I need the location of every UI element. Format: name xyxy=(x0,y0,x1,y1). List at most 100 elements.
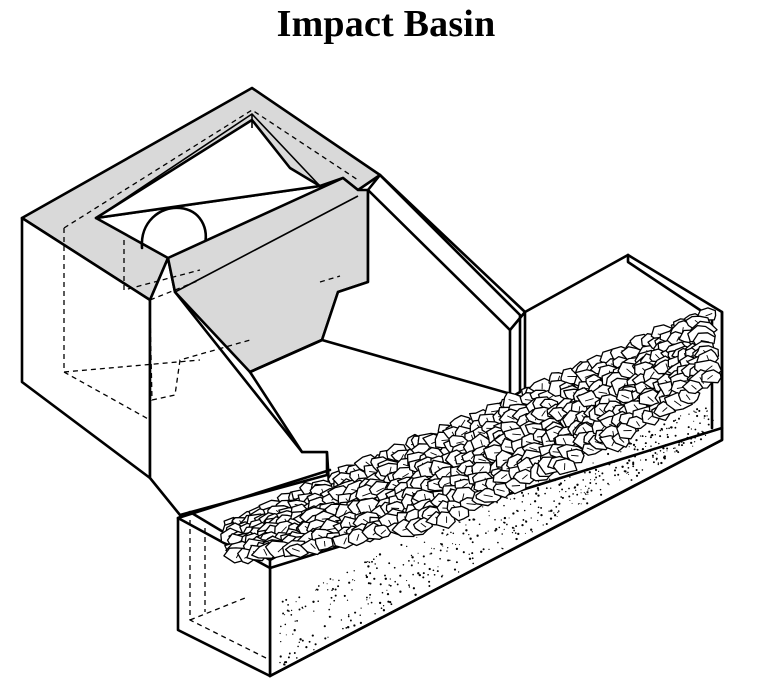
gravel-dot xyxy=(650,451,652,452)
gravel-dot xyxy=(511,531,514,534)
gravel-dot xyxy=(530,528,533,531)
gravel-dot xyxy=(458,521,460,523)
gravel-dot xyxy=(482,506,484,508)
riprap-stone-facet xyxy=(619,437,625,443)
gravel-dot xyxy=(521,501,524,503)
gravel-dot xyxy=(686,436,689,439)
gravel-dot xyxy=(641,435,644,438)
gravel-dot xyxy=(402,564,405,566)
gravel-dot xyxy=(365,575,369,579)
gravel-dot xyxy=(699,438,703,441)
gravel-dot xyxy=(376,567,378,570)
gravel-dot xyxy=(365,574,368,577)
inlet-opening xyxy=(94,118,322,220)
gravel-dot xyxy=(506,523,508,526)
gravel-dot xyxy=(503,516,507,520)
gravel-dot xyxy=(682,442,685,444)
gravel-dot xyxy=(422,555,425,558)
riprap-stone-facet xyxy=(356,534,360,541)
riprap-stone-facet xyxy=(508,399,518,403)
riprap-stone-facet xyxy=(456,441,464,444)
gravel-dot xyxy=(693,441,696,443)
gravel-dot xyxy=(340,619,343,621)
gravel-dot xyxy=(535,492,538,495)
riprap-stone-facet xyxy=(343,537,347,545)
gravel-dot xyxy=(433,573,436,576)
gravel-dot xyxy=(674,434,677,437)
gravel-dot xyxy=(364,561,366,564)
gravel-dot xyxy=(295,657,298,659)
gravel-dot xyxy=(568,495,571,498)
gravel-dot xyxy=(666,433,669,436)
gravel-dot xyxy=(644,442,647,445)
gravel-dot xyxy=(559,482,563,485)
gravel-dot xyxy=(694,437,696,439)
gravel-dot xyxy=(687,433,690,435)
gravel-dot xyxy=(711,407,714,410)
gravel-dot xyxy=(537,488,540,491)
gravel-dot xyxy=(457,571,460,573)
gravel-dot xyxy=(428,567,431,571)
gravel-dot xyxy=(422,572,425,575)
page-title: Impact Basin xyxy=(276,3,496,45)
gravel-dot xyxy=(367,560,369,563)
gravel-dot xyxy=(373,577,376,580)
gravel-dot xyxy=(347,614,350,616)
gravel-dot xyxy=(311,634,314,637)
riprap-stone-facet xyxy=(480,439,483,446)
gravel-dot xyxy=(296,619,299,622)
gravel-dot xyxy=(331,589,333,592)
gravel-dot xyxy=(429,553,431,555)
gravel-dot xyxy=(428,585,431,587)
gravel-dot xyxy=(359,614,361,616)
gravel-dot xyxy=(288,652,291,655)
riprap-stone-facet xyxy=(655,353,661,360)
gravel-dot xyxy=(637,471,640,474)
gravel-dot xyxy=(626,461,629,465)
gravel-dot xyxy=(569,476,571,478)
floor-corner xyxy=(248,338,527,400)
gravel-dot xyxy=(284,623,287,626)
gravel-dot xyxy=(428,580,431,583)
gravel-dot xyxy=(676,421,678,424)
riprap-stone-facet xyxy=(389,466,392,474)
gravel-dot xyxy=(627,471,629,474)
gravel-dot xyxy=(308,640,311,643)
gravel-dot xyxy=(699,422,701,425)
gravel-dot xyxy=(533,500,537,503)
riprap-stone-facet xyxy=(478,458,487,462)
gravel-dot xyxy=(287,604,289,606)
gravel-dot xyxy=(413,560,415,562)
riprap-stone-facet xyxy=(700,340,710,343)
riprap-stone-facet xyxy=(598,391,608,394)
gravel-dot xyxy=(351,589,353,591)
gravel-dot xyxy=(301,606,304,609)
gravel-dot xyxy=(585,493,587,496)
gravel-dot xyxy=(500,519,502,521)
riprap-stone-facet xyxy=(705,312,713,317)
gravel-dot xyxy=(594,468,598,471)
gravel-dot xyxy=(595,482,597,485)
gravel-dot xyxy=(523,509,526,512)
gravel-dot xyxy=(292,633,294,635)
gravel-dot xyxy=(280,625,282,628)
gravel-dot xyxy=(537,481,540,483)
riprap-stone-facet xyxy=(571,454,579,457)
gravel-dot xyxy=(516,510,519,513)
gravel-dot xyxy=(476,534,479,537)
gravel-dot xyxy=(695,411,697,414)
gravel-dot xyxy=(334,588,337,591)
gravel-dot xyxy=(580,492,582,494)
riprap-stone-facet xyxy=(586,447,594,451)
gravel-dot xyxy=(488,510,490,512)
gravel-dot xyxy=(608,484,610,486)
gravel-dot xyxy=(313,610,315,612)
gravel-dot xyxy=(346,571,349,574)
gravel-dot xyxy=(366,596,368,599)
riprap-stone-facet xyxy=(326,527,337,531)
gravel-dot xyxy=(280,640,282,643)
gravel-dot xyxy=(375,556,378,558)
gravel-dot xyxy=(513,527,515,529)
riprap-stone-facet xyxy=(323,540,326,547)
gravel-dot xyxy=(343,594,346,597)
